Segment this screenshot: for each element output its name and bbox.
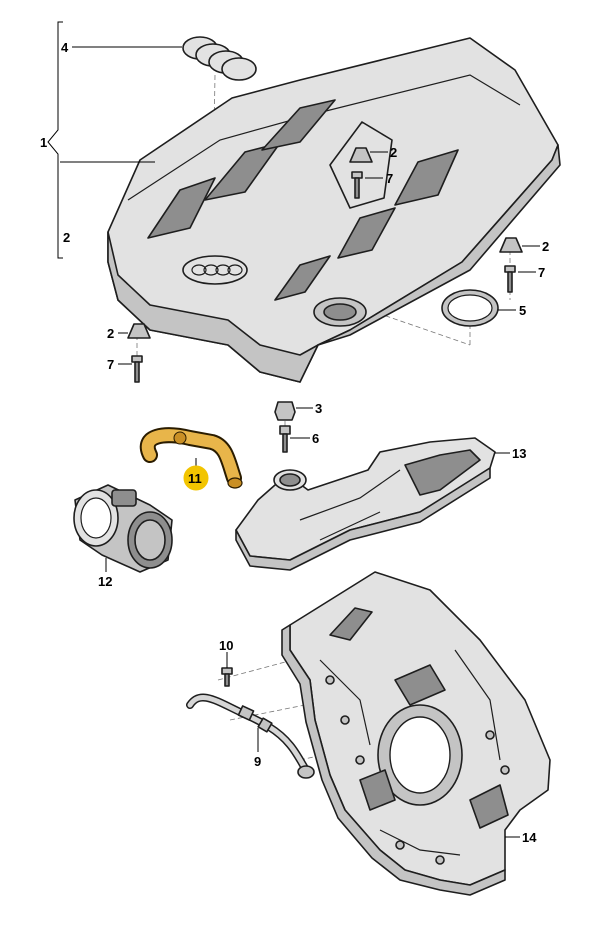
seal-rings <box>182 36 257 81</box>
label-12: 12 <box>98 574 112 589</box>
label-7-lower: 7 <box>107 357 114 372</box>
label-10: 10 <box>219 638 233 653</box>
oil-line <box>186 667 315 779</box>
label-1: 1 <box>40 135 47 150</box>
label-5: 5 <box>519 303 526 318</box>
leader-lines <box>47 21 540 838</box>
ring-part <box>441 289 499 327</box>
label-4: 4 <box>61 40 69 55</box>
label-9: 9 <box>254 754 261 769</box>
cap-and-stud <box>274 401 296 453</box>
label-2-top: 2 <box>390 145 397 160</box>
label-2-right: 2 <box>542 239 549 254</box>
hose-highlight <box>141 429 240 484</box>
label-2-lower: 2 <box>107 326 114 341</box>
intake-manifold <box>235 437 496 571</box>
timing-cover <box>281 571 551 896</box>
label-7-top: 7 <box>386 171 393 186</box>
breather-hose <box>139 427 243 489</box>
label-14: 14 <box>522 830 537 845</box>
throttle-body <box>73 484 173 573</box>
bolts <box>131 171 516 383</box>
label-13: 13 <box>512 446 526 461</box>
grommets <box>127 147 523 339</box>
label-6: 6 <box>312 431 319 446</box>
label-3: 3 <box>315 401 322 416</box>
engine-cover <box>107 37 561 383</box>
callout-labels: 1 2 4 2 7 2 7 2 7 5 3 6 13 11 12 10 9 14 <box>40 40 549 845</box>
label-7-right: 7 <box>538 265 545 280</box>
badge-11 <box>183 465 209 491</box>
label-2-left: 2 <box>63 230 70 245</box>
label-11: 11 <box>188 471 202 486</box>
